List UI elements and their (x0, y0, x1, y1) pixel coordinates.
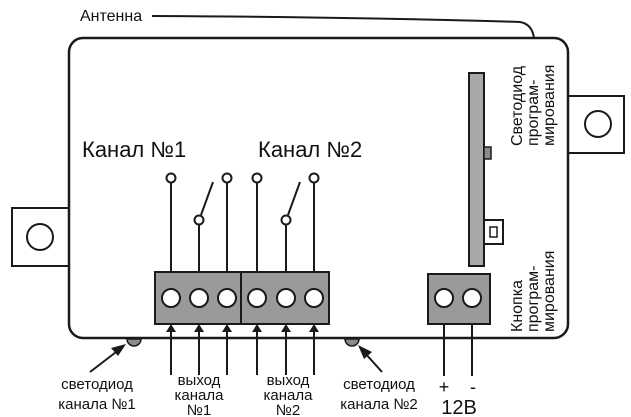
channel1-led (126, 338, 142, 347)
svg-text:выход: выход (267, 372, 310, 389)
voltage-label: 12В (441, 397, 477, 417)
channel2-title: Канал №2 (258, 137, 362, 162)
output-arrows (166, 324, 319, 375)
mount-hole-right (584, 110, 612, 138)
channel2-led-label: светодиод канала №2 (340, 376, 418, 413)
svg-text:№2: №2 (276, 402, 300, 417)
channel1-led-arrow (89, 344, 126, 373)
programming-board (468, 72, 504, 267)
svg-text:канала №1: канала №1 (58, 396, 136, 413)
programming-button (483, 219, 504, 245)
enclosure (67, 36, 570, 340)
power-leads (443, 324, 473, 376)
svg-text:Кнопка: Кнопка (509, 280, 526, 332)
svg-text:канала №2: канала №2 (340, 396, 418, 413)
programming-led (483, 146, 492, 160)
mount-hole-left (26, 223, 54, 251)
svg-text:канала: канала (264, 387, 314, 404)
channel2-led-arrow (358, 345, 383, 373)
svg-text:светодиод: светодиод (61, 376, 133, 393)
relay-contacts-channel1 (165, 172, 233, 272)
plus-label: + (439, 377, 450, 397)
svg-text:выход: выход (178, 372, 221, 389)
svg-text:канала: канала (175, 387, 225, 404)
channel1-title: Канал №1 (82, 137, 186, 162)
svg-text:светодиод: светодиод (343, 376, 415, 393)
minus-label: - (470, 377, 476, 397)
programming-led-label: Светодиод програм- мирования (509, 65, 558, 146)
svg-text:програм-: програм- (525, 266, 542, 332)
right-mount-tab (567, 95, 625, 154)
svg-text:мирования: мирования (541, 251, 558, 332)
power-terminal-block (427, 273, 491, 325)
channel1-led-label: светодиод канала №1 (58, 376, 136, 413)
programming-button-label: Кнопка програм- мирования (509, 251, 558, 332)
svg-text:програм-: програм- (525, 80, 542, 146)
antenna-label: Антенна (80, 8, 142, 25)
svg-text:Светодиод: Светодиод (509, 65, 526, 146)
output-terminal-block (154, 271, 330, 325)
svg-text:мирования: мирования (541, 65, 558, 146)
channel2-led (344, 338, 360, 347)
antenna-wire (151, 15, 535, 39)
channel2-output-label: выход канала №2 (264, 372, 314, 417)
left-mount-tab (11, 207, 70, 267)
svg-text:№1: №1 (187, 402, 211, 417)
channel1-output-label: выход канала №1 (175, 372, 225, 417)
relay-contacts-channel2 (251, 172, 320, 272)
